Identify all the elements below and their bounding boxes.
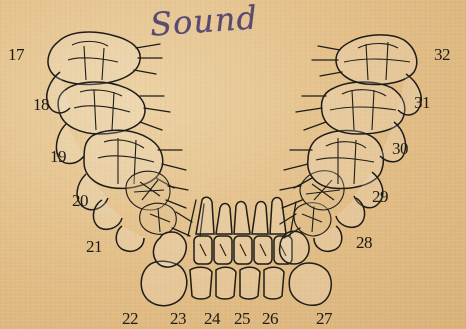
label-31: 31 [414,94,430,111]
label-20: 20 [72,192,88,209]
label-17: 17 [8,46,24,63]
tooth-31 [296,82,405,134]
label-18: 18 [33,96,49,113]
label-25: 25 [234,310,250,327]
label-24: 24 [204,310,220,327]
handwritten-note: Sound [149,0,259,44]
label-28: 28 [356,234,372,251]
label-27: 27 [316,310,332,327]
tooth-21 [140,203,192,236]
tooth-18 [58,82,170,134]
label-30: 30 [392,140,408,157]
incisor-crowns [194,236,292,264]
tooth-17 [48,32,162,84]
label-21: 21 [86,238,102,255]
label-29: 29 [372,188,388,205]
label-22: 22 [122,310,138,327]
lower-front-teeth [190,267,284,299]
tooth-22 [141,232,187,306]
label-23: 23 [170,310,186,327]
label-32: 32 [434,46,450,63]
label-26: 26 [262,310,278,327]
incisor-roots [188,197,296,236]
label-19: 19 [50,148,66,165]
tooth-32 [312,35,417,85]
